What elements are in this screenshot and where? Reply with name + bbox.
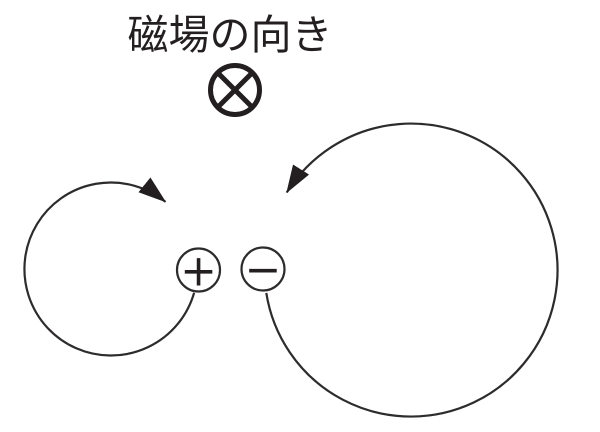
positive-orbit-arc-clockwise xyxy=(23,177,196,357)
negative-charge-circle xyxy=(240,246,286,292)
circled-x-field-into-page-icon xyxy=(208,63,262,117)
minus-sign-label: − xyxy=(245,245,282,296)
field-symbol-cross-line xyxy=(216,71,254,109)
positive-charge: + xyxy=(175,246,222,297)
negative-charge: − xyxy=(240,245,286,296)
negative-orbit-arc-counterclockwise xyxy=(265,122,559,418)
field-symbol-ring xyxy=(208,63,262,117)
positive-charge-circle xyxy=(175,247,222,293)
plus-sign-label: + xyxy=(180,246,217,297)
diagram-title: 磁場の向き xyxy=(127,11,333,59)
